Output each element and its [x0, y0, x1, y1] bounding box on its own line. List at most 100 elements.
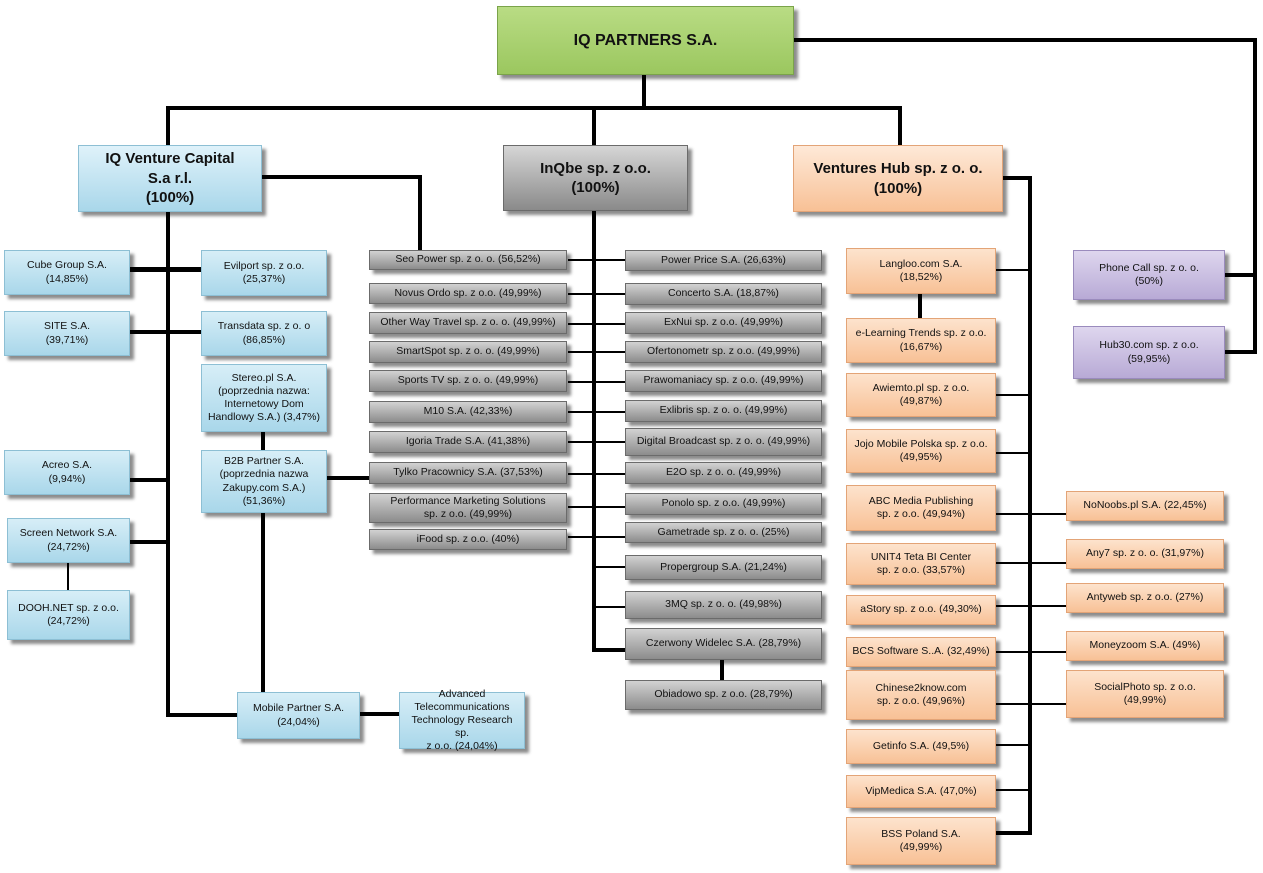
box-label-line: Novus Ordo sp. z o.o. (49,99%)	[394, 286, 542, 299]
box-label-line: ExNui sp. z o.o. (49,99%)	[663, 316, 784, 329]
stereo-box: Stereo.pl S.A.(poprzednia nazwa:Internet…	[201, 364, 327, 432]
box-label-line: (poprzednia nazwa	[219, 468, 309, 481]
inqbe-right-company-0: Power Price S.A. (26,63%)	[625, 250, 822, 271]
inqbe-left-company-2: Other Way Travel sp. z o. o. (49,99%)	[369, 312, 567, 334]
box-label-line: Performance Marketing Solutions	[390, 494, 546, 507]
box-label-line: Handlowy S.A.) (3,47%)	[207, 411, 321, 424]
box-label-line: Evilport sp. z o.o.	[223, 259, 305, 272]
box-label-line: Stereo.pl S.A.	[231, 371, 297, 384]
box-label-line: sp. z o.o. (49,96%)	[876, 695, 966, 707]
inqbe-right-company-3: Ofertonometr sp. z o.o. (49,99%)	[625, 341, 822, 363]
box-label-line: SocialPhoto sp. z o.o.	[1094, 680, 1196, 693]
box-label-line: (39,71%)	[45, 333, 89, 346]
hub-company-2: Awiemto.pl sp. z o.o.(49,87%)	[846, 373, 996, 417]
hub-company-7: BCS Software S..A. (32,49%)	[846, 637, 996, 667]
box-label-line: 3MQ sp. z o. o. (49,98%)	[665, 598, 782, 611]
box-label-line: B2B Partner S.A.	[224, 455, 304, 468]
box-label-line: Exlibris sp. z o. o. (49,99%)	[659, 404, 788, 417]
box-label-line: Langloo.com S.A.	[879, 257, 963, 270]
hub30-box: Hub30.com sp. z o.o.(59,95%)	[1073, 326, 1225, 379]
root-box: IQ PARTNERS S.A.	[497, 6, 794, 75]
hub-company-6: aStory sp. z o.o. (49,30%)	[846, 595, 996, 625]
hub-right-company-0: NoNoobs.pl S.A. (22,45%)	[1066, 491, 1224, 521]
box-label-line: Chinese2know.com	[875, 681, 967, 694]
hub-right-company-3: Moneyzoom S.A. (49%)	[1066, 631, 1224, 661]
box-label-line: (14,85%)	[45, 272, 89, 285]
box-label-line: IQ Venture Capital	[105, 150, 235, 168]
box-label-line: (24,72%)	[47, 540, 90, 553]
box-label-line: (51,36%)	[242, 494, 286, 507]
hub-right-company-1: Any7 sp. z o. o. (31,97%)	[1066, 539, 1224, 569]
box-label-line: z o.o. (24,04%)	[426, 740, 498, 753]
box-label-line: Getinfo S.A. (49,5%)	[872, 739, 970, 752]
box-label-line: UNIT4 Teta BI Center	[870, 550, 972, 563]
hub-head-box: Ventures Hub sp. z o. o. (100%)	[793, 145, 1003, 212]
inqbe-right-company-13: Obiadowo sp. z o.o. (28,79%)	[625, 680, 822, 710]
box-label-line: (50%)	[1134, 275, 1163, 287]
box-label-line: sp. z o.o. (49,94%)	[876, 508, 966, 520]
box-label-line: Ventures Hub sp. z o. o.	[813, 160, 983, 177]
box-label-line: Concerto S.A. (18,87%)	[668, 287, 779, 300]
box-label-line: (49,87%)	[899, 395, 943, 407]
transdata-box: Transdata sp. z o. o(86,85%)	[201, 311, 327, 356]
box-label-line: (poprzednia nazwa:	[218, 384, 310, 397]
inqbe-right-company-12: Czerwony Widelec S.A. (28,79%)	[625, 628, 822, 660]
box-label-line: (24,72%)	[47, 615, 90, 627]
hub-right-company-4: SocialPhoto sp. z o.o.(49,99%)	[1066, 670, 1224, 718]
inqbe-right-company-10: Propergroup S.A. (21,24%)	[625, 555, 822, 580]
inqbe-right-company-8: Ponolo sp. z o.o. (49,99%)	[625, 493, 822, 515]
box-label-line: InQbe sp. z o.o.	[540, 159, 651, 177]
inqbe-right-company-4: Prawomaniacy sp. z o.o. (49,99%)	[625, 370, 822, 392]
inqbe-right-company-5: Exlibris sp. z o. o. (49,99%)	[625, 400, 822, 422]
inqbe-right-company-11: 3MQ sp. z o. o. (49,98%)	[625, 591, 822, 619]
box-label-line: SmartSpot sp. z o. o. (49,99%)	[396, 345, 540, 358]
screen-network-box: Screen Network S.A.(24,72%)	[7, 518, 130, 563]
box-label-line: Advanced	[438, 687, 486, 700]
box-label-line: SITE S.A.	[43, 320, 91, 333]
acreo-box: Acreo S.A.(9,94%)	[4, 450, 130, 495]
box-label-line: sp. z o.o. (33,57%)	[876, 564, 966, 576]
box-label-line: sp. z o.o. (49,99%)	[423, 508, 513, 520]
box-label-line: Technology Research sp.	[411, 713, 513, 740]
inqbe-right-company-1: Concerto S.A. (18,87%)	[625, 283, 822, 305]
box-label-line: (49,99%)	[1123, 694, 1167, 706]
box-label-line: aStory sp. z o.o. (49,30%)	[860, 603, 982, 616]
box-label-line: (100%)	[873, 179, 923, 197]
box-label-line: Sports TV sp. z o. o. (49,99%)	[397, 374, 539, 387]
inqbe-left-company-4: Sports TV sp. z o. o. (49,99%)	[369, 370, 567, 392]
box-label-line: (100%)	[571, 179, 620, 196]
box-label-line: Awiemto.pl sp. z o.o.	[872, 381, 970, 394]
inqbe-left-company-0: Seo Power sp. z o. o. (56,52%)	[369, 250, 567, 270]
box-label-line: E2O sp. z o. o. (49,99%)	[666, 466, 781, 479]
site-box: SITE S.A.(39,71%)	[4, 311, 130, 356]
box-label-line: Any7 sp. z o. o. (31,97%)	[1086, 547, 1204, 560]
box-label-line: (16,67%)	[899, 340, 943, 353]
box-label-line: Prawomaniacy sp. z o.o. (49,99%)	[643, 374, 804, 387]
inqbe-left-company-9: iFood sp. z o.o. (40%)	[369, 529, 567, 550]
box-label-line: Phone Call sp. z o. o.	[1099, 261, 1199, 274]
box-label-line: Igoria Trade S.A. (41,38%)	[405, 435, 531, 448]
inqbe-left-company-1: Novus Ordo sp. z o.o. (49,99%)	[369, 283, 567, 304]
hub-company-11: BSS Poland S.A.(49,99%)	[846, 817, 996, 865]
box-label-line: (100%)	[145, 189, 195, 207]
hub-right-company-2: Antyweb sp. z o.o. (27%)	[1066, 583, 1224, 613]
box-label-line: Digital Broadcast sp. z o. o. (49,99%)	[636, 435, 811, 448]
box-label-line: Antyweb sp. z o.o. (27%)	[1086, 591, 1204, 604]
inqbe-right-company-9: Gametrade sp. z o. o. (25%)	[625, 522, 822, 543]
box-label-line: Ofertonometr sp. z o.o. (49,99%)	[647, 345, 800, 358]
inqbe-left-company-7: Tylko Pracownicy S.A. (37,53%)	[369, 462, 567, 484]
box-label-line: ABC Media Publishing	[868, 494, 974, 507]
mobile-partner-box: Mobile Partner S.A.(24,04%)	[237, 692, 360, 739]
inqbe-left-company-3: SmartSpot sp. z o. o. (49,99%)	[369, 341, 567, 363]
inqbe-right-company-7: E2O sp. z o. o. (49,99%)	[625, 462, 822, 484]
box-label-line: Internetowy Dom	[224, 398, 304, 410]
box-label-line: Power Price S.A. (26,63%)	[661, 253, 786, 266]
dooh-net-box: DOOH.NET sp. z o.o.(24,72%)	[7, 590, 130, 640]
inqbe-right-company-6: Digital Broadcast sp. z o. o. (49,99%)	[625, 428, 822, 456]
